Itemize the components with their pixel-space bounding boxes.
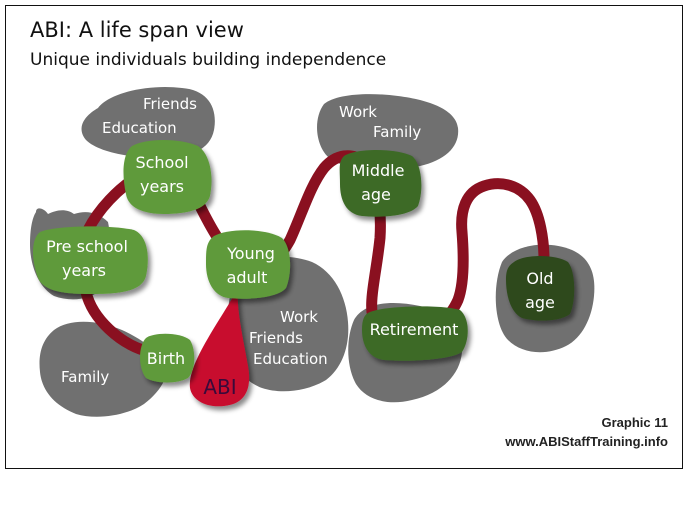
stage-label-old-age-1: Old xyxy=(526,269,553,288)
diagram-subtitle: Unique individuals building independence xyxy=(30,50,387,70)
abi-marker: ABI xyxy=(189,288,250,407)
footer-credit: Graphic 11 www.ABIStaffTraining.info xyxy=(505,413,668,451)
context-label-work-bottom: Work xyxy=(280,308,318,326)
context-blob-top-left xyxy=(81,86,215,158)
stage-label-school-2: years xyxy=(140,177,184,196)
context-label-education-bottom: Education xyxy=(253,350,328,368)
stage-blob-birth xyxy=(140,333,195,383)
abi-label: ABI xyxy=(203,375,236,399)
stage-label-preschool-2: years xyxy=(62,261,106,280)
stage-blob-retirement xyxy=(362,306,468,361)
stage-blob-school-years xyxy=(123,140,212,214)
abi-drop xyxy=(189,288,250,407)
stage-label-middle-age-1: Middle xyxy=(352,161,405,180)
stage-label-retirement: Retirement xyxy=(370,320,459,339)
stage-blob-old-age xyxy=(506,256,575,321)
stage-label-school-1: School xyxy=(135,153,188,172)
stage-label-young-adult-1: Young xyxy=(226,244,275,263)
context-label-education-top: Education xyxy=(102,119,177,137)
context-label-family-top: Family xyxy=(373,123,421,141)
stage-labels: School years Pre school years Birth Youn… xyxy=(46,153,555,368)
stage-blob-young-adult xyxy=(206,230,291,299)
diagram-title: ABI: A life span view xyxy=(30,18,244,42)
stage-label-old-age-2: age xyxy=(525,293,555,312)
context-labels: Friends Education Family Work Friends Ed… xyxy=(61,95,421,386)
context-label-friends-top: Friends xyxy=(143,95,197,113)
stage-label-preschool-1: Pre school xyxy=(46,237,128,256)
context-label-family-left: Family xyxy=(61,368,109,386)
stage-blob-pre-school xyxy=(33,226,148,294)
footer-url: www.ABIStaffTraining.info xyxy=(505,434,668,449)
footer-graphic-number: Graphic 11 xyxy=(601,415,668,430)
stage-blobs xyxy=(33,140,575,383)
stage-blob-middle-age xyxy=(339,150,422,217)
context-label-friends-bottom: Friends xyxy=(249,329,303,347)
stage-label-young-adult-2: adult xyxy=(227,268,268,287)
stage-label-middle-age-2: age xyxy=(361,185,391,204)
context-label-work-top: Work xyxy=(339,103,377,121)
stage-label-birth: Birth xyxy=(147,349,185,368)
